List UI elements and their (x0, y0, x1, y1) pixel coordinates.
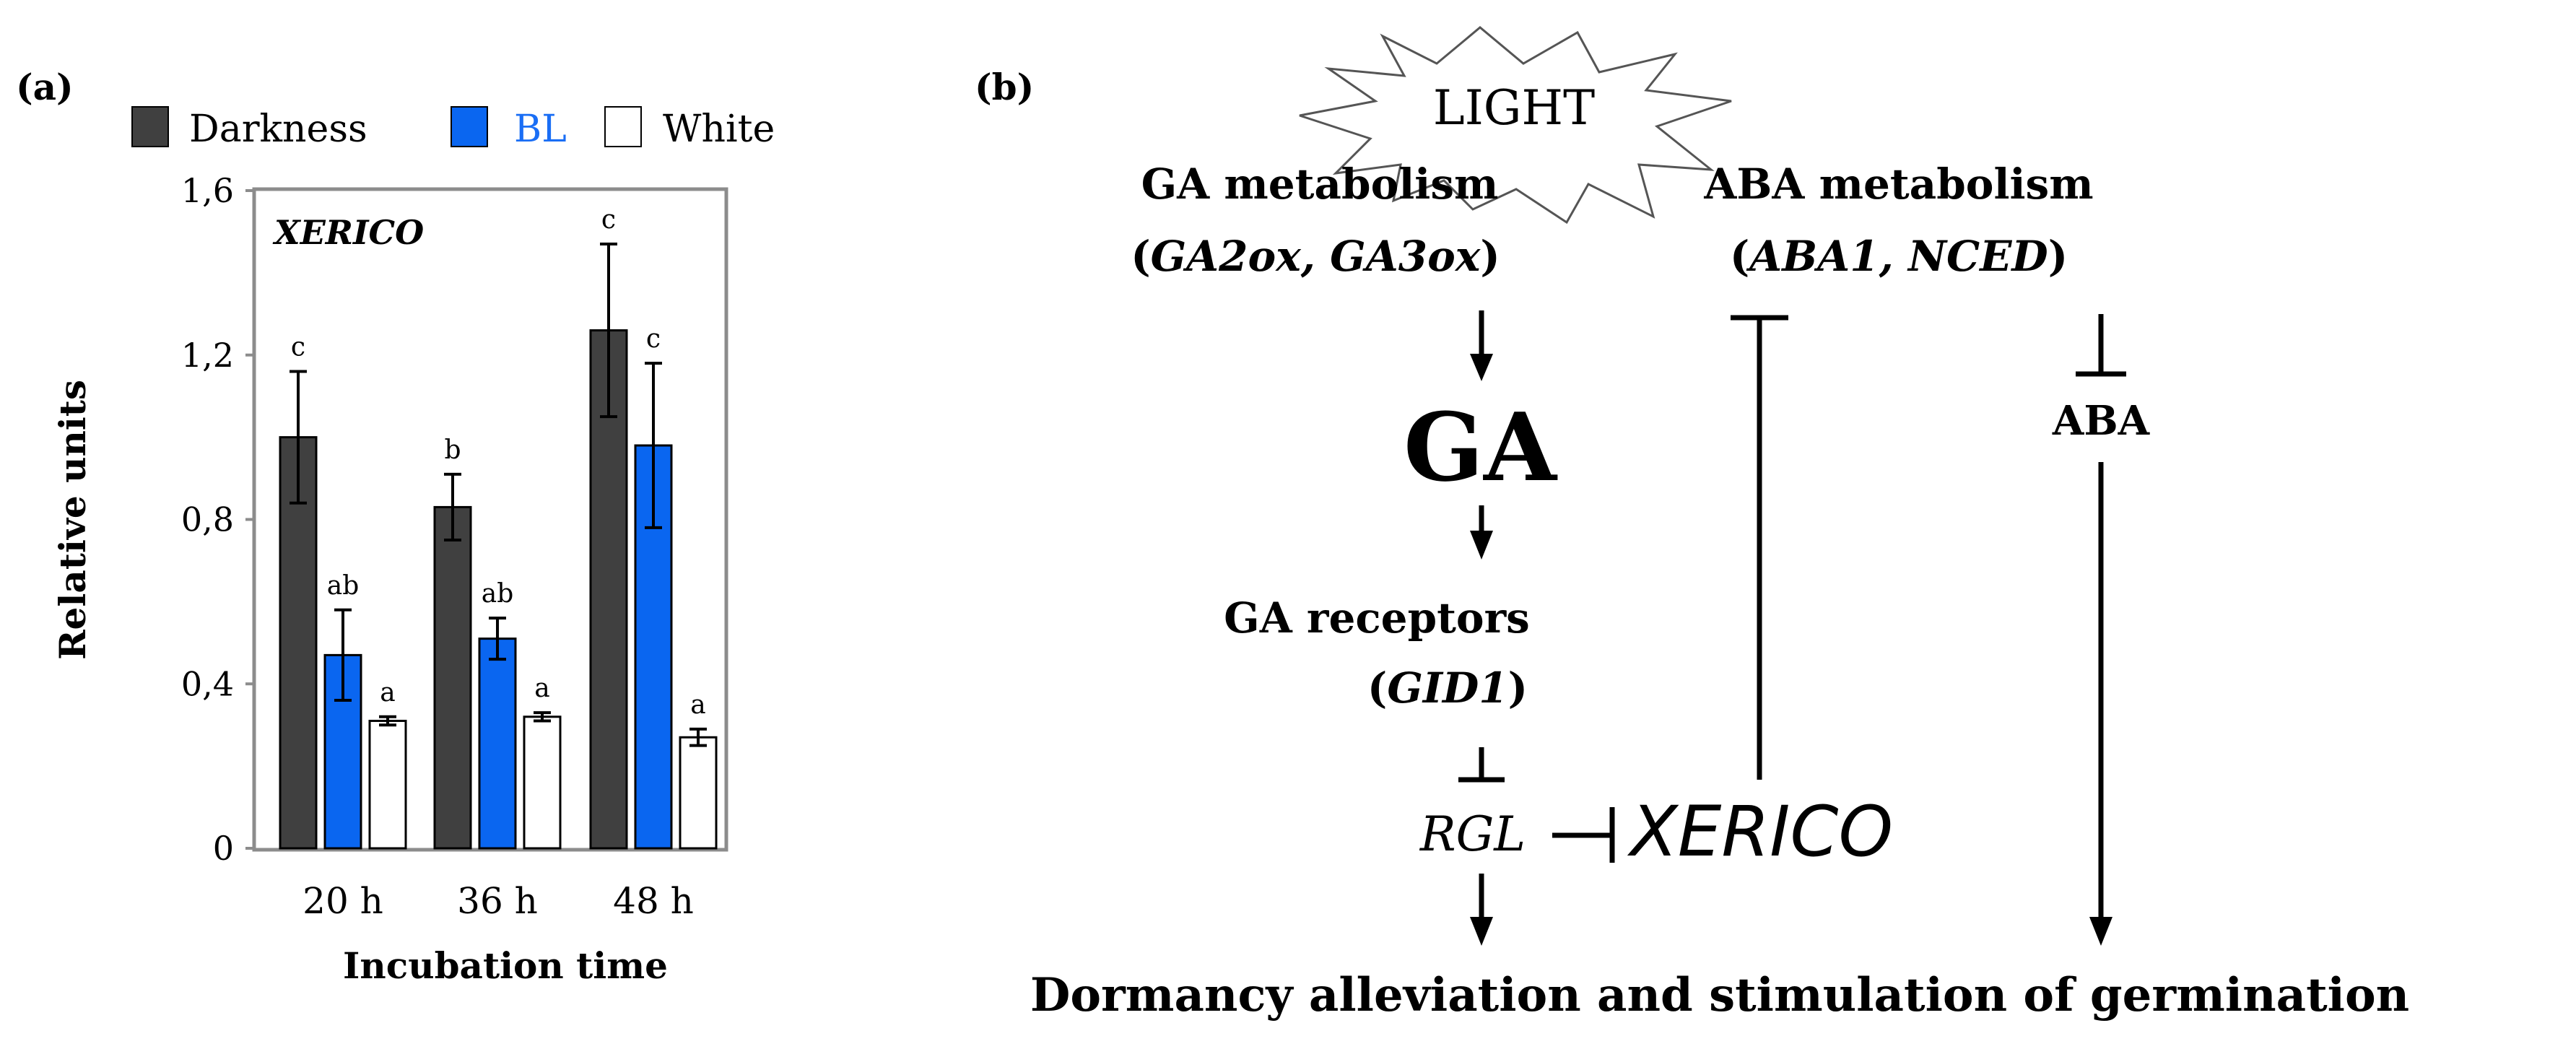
significance-letter: c (601, 205, 616, 235)
ga-metabolism-genes: (GA2ox, GA3ox) (1131, 232, 1500, 281)
x-axis-ticks: 20 h 36 h 48 h (303, 880, 694, 922)
light-burst-shape (1299, 26, 1732, 225)
rgl-label: RGL (1419, 806, 1526, 862)
legend-label-darkness: Darkness (189, 108, 367, 151)
y-axis-title: Relative units (51, 380, 94, 660)
x-axis-title: Incubation time (343, 944, 668, 987)
significance-letter: b (444, 435, 461, 465)
legend-swatch-darkness (131, 106, 169, 147)
bar-white-2 (679, 736, 718, 850)
arrow-ga-metabolism-to-ga (1470, 310, 1493, 381)
gene-label-xerico: XERICO (272, 213, 424, 252)
chart-legend: Darkness BL White (131, 106, 775, 151)
significance-letter: a (690, 690, 705, 720)
bar-darkness-1 (433, 505, 472, 850)
x-tick-label: 20 h (303, 880, 383, 922)
bar-bl-1 (478, 637, 517, 850)
x-tick-label: 36 h (457, 880, 538, 922)
x-tick-label: 48 h (613, 880, 694, 922)
aba-metabolism-genes: (ABA1, NCED) (1730, 232, 2068, 281)
legend-swatch-bl (451, 106, 488, 147)
legend-label-white: White (663, 108, 775, 151)
panel-a-label: (a) (16, 66, 74, 108)
y-tick-label: 0,8 (181, 500, 234, 539)
significance-letter: ab (327, 571, 360, 601)
y-tick-label: 0 (213, 829, 234, 868)
aba-metabolism-label: ABA metabolism (1703, 160, 2093, 209)
arrow-rgl-to-outcome (1470, 874, 1493, 946)
significance-letter: a (534, 674, 549, 703)
aba-label: ABA (2052, 397, 2151, 445)
inhibition-receptors-to-rgl (1458, 747, 1505, 783)
arrow-aba-to-outcome (2089, 462, 2112, 946)
y-tick-label: 1,6 (181, 171, 234, 210)
y-tick-label: 0,4 (181, 664, 234, 703)
ga-receptors-label: GA receptors (1224, 593, 1530, 643)
outcome-label: Dormancy alleviation and stimulation of … (1030, 968, 2409, 1022)
arrow-ga-to-receptors (1470, 505, 1493, 560)
bar-darkness-2 (589, 329, 628, 850)
y-axis-ticks: 0 0,4 0,8 1,2 1,6 (181, 171, 254, 868)
panel-b-label: (b) (975, 66, 1034, 108)
inhibition-aba-metabolism-to-aba (2076, 314, 2126, 377)
bar-white-0 (368, 719, 407, 850)
significance-letter: ab (482, 579, 514, 609)
inhibition-xerico-to-aba-metabolism (1731, 315, 1788, 780)
y-tick-label: 1,2 (181, 336, 234, 375)
ga-metabolism-label: GA metabolism (1141, 160, 1499, 209)
significance-letter: c (646, 324, 661, 354)
bar-bl-2 (634, 444, 673, 850)
gid1-label: (GID1) (1367, 663, 1528, 713)
inhibition-rgl-to-xerico (1552, 807, 1615, 863)
bar-white-1 (523, 715, 562, 850)
legend-label-bl: BL (514, 108, 567, 151)
ga-label: GA (1404, 392, 1558, 502)
significance-letter: c (291, 333, 305, 362)
legend-swatch-white (604, 106, 642, 147)
xerico-label: XERICO (1627, 791, 1893, 872)
light-label: LIGHT (1433, 80, 1595, 136)
significance-letter: a (380, 678, 395, 708)
